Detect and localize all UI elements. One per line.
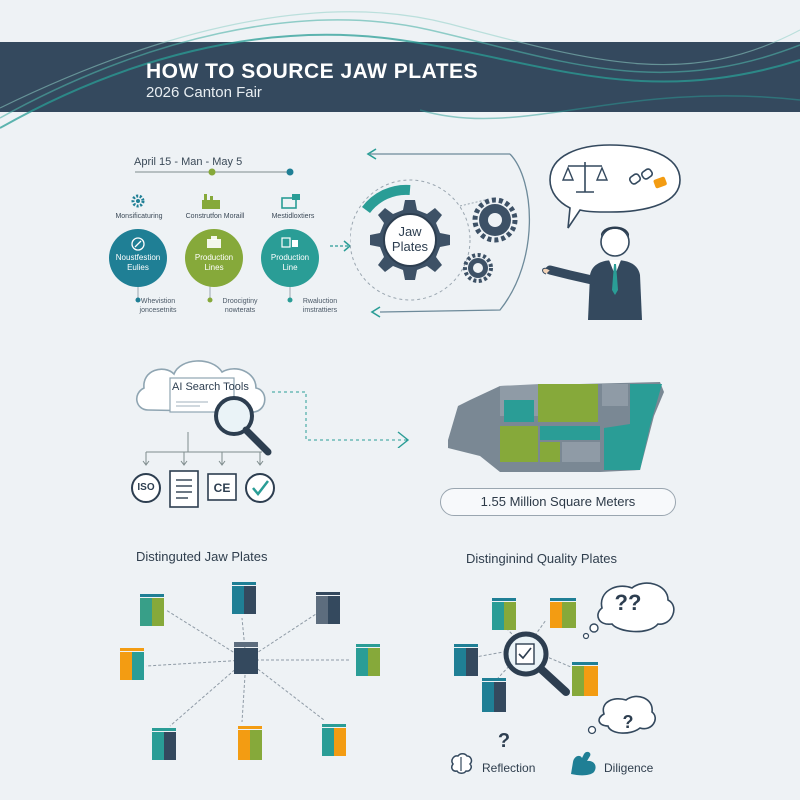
timeline-graphic [135, 168, 294, 303]
category-label: Construtfon Moraill [185, 213, 245, 220]
ai-search-cloud [131, 360, 275, 508]
left-section-heading: Distinguted Jaw Plates [136, 549, 268, 564]
reflection-label: Reflection [482, 761, 536, 775]
thought-question-mark: ? [622, 712, 634, 732]
area-value: 1.55 Million Square Meters [480, 494, 636, 509]
machine-icon [281, 194, 300, 209]
header-waves [0, 11, 800, 129]
network-diagram [120, 582, 380, 760]
gear-cluster [350, 148, 531, 318]
stage-circles [109, 229, 319, 287]
iso-badge: ISO [137, 482, 155, 493]
diligence-label: Diligence [604, 761, 654, 775]
gear-small-icon [131, 194, 145, 208]
muscle-icon [571, 751, 596, 776]
reflection-question-mark: ? [497, 730, 511, 752]
quality-inspection-diagram [454, 582, 675, 735]
brain-icon [451, 753, 473, 774]
businessman-illustration [542, 144, 681, 320]
right-section-heading: Distinginind Quality Plates [466, 551, 618, 566]
page-subtitle: 2026 Canton Fair [146, 84, 262, 101]
ce-badge: CE [213, 481, 231, 495]
ai-search-label: AI Search Tools [172, 381, 249, 393]
node-plates [120, 582, 380, 760]
area-badge: 1.55 Million Square Meters [440, 488, 676, 516]
exhibition-map [448, 382, 664, 472]
page-title: HOW TO SOURCE JAW PLATES [146, 60, 479, 83]
category-label: Mestidloxtiers [271, 213, 315, 220]
timeline-dates: April 15 - Man - May 5 [134, 156, 243, 168]
category-label: Monsificaturing [115, 213, 163, 220]
thought-question-marks: ?? [614, 590, 642, 615]
header-banner [0, 42, 800, 112]
dashed-arrow-icon [272, 391, 410, 448]
factory-icon [202, 194, 220, 209]
